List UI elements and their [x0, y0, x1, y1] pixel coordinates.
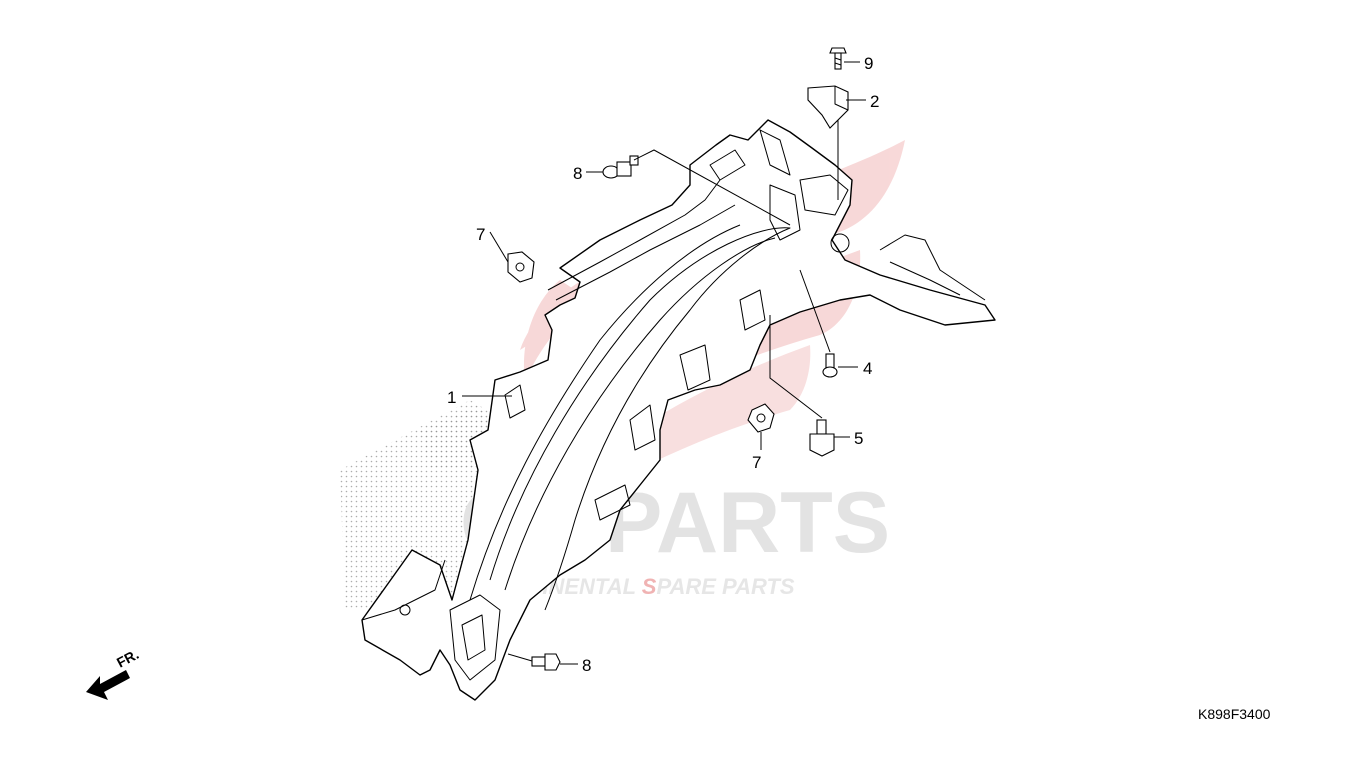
leader-8-top: [633, 149, 791, 226]
clip-nut-7-right-icon: [747, 403, 775, 433]
clip-2-icon: [807, 85, 849, 129]
bolt-8-bottom-icon: [531, 653, 561, 671]
leader-4-to-part: [799, 269, 831, 353]
clip-nut-7-left-icon: [507, 251, 535, 283]
front-direction-arrow-icon: FR.: [86, 646, 141, 700]
callout-7-left: 7: [476, 225, 485, 244]
screw-4-icon: [822, 353, 838, 378]
callout-4: 4: [863, 359, 872, 378]
bolt-5-icon: [809, 419, 835, 457]
callout-8-bottom: 8: [582, 656, 591, 675]
watermark-tagline-s: S: [642, 574, 657, 599]
watermark-tagline-rest: PARE PARTS: [656, 574, 794, 599]
screw-9-icon: [829, 47, 847, 70]
callout-1: 1: [447, 388, 456, 407]
callout-5: 5: [854, 429, 863, 448]
callout-8-top: 8: [573, 164, 582, 183]
watermark-brand-suffix: PARTS: [605, 475, 890, 571]
drawing-code: K898F3400: [1198, 706, 1271, 722]
rear-fender-part: [361, 119, 996, 701]
leader-7-left: [489, 231, 509, 263]
direction-label: FR.: [114, 646, 141, 671]
callout-labels: 1 2 4 5 7 7 8 8 9: [447, 54, 879, 675]
callout-2: 2: [870, 92, 879, 111]
callout-7-right: 7: [752, 453, 761, 472]
leader-lines: [462, 61, 866, 665]
bolt-8-top-icon: [602, 155, 639, 179]
callout-9: 9: [864, 54, 873, 73]
leader-8-bottom-to-part: [507, 653, 533, 662]
leader-5-to-part: [769, 315, 823, 419]
